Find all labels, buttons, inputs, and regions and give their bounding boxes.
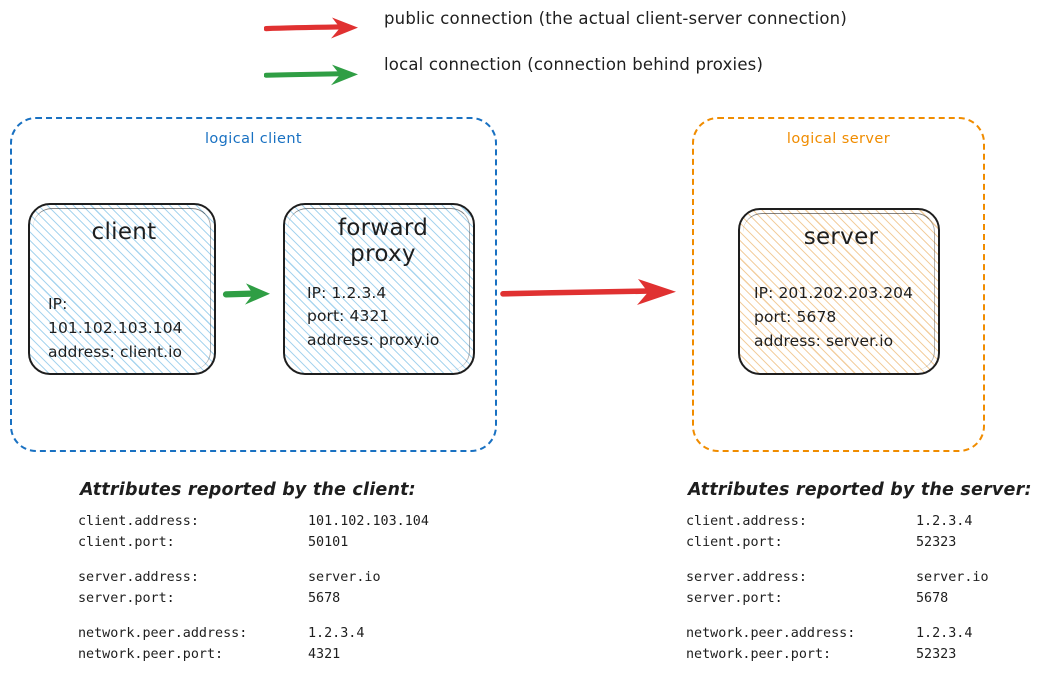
green-arrow-icon xyxy=(264,64,358,86)
attr-value: server.io xyxy=(916,569,989,585)
client-attributes-title: Attributes reported by the client: xyxy=(80,480,416,500)
table-row: server.address: server.io xyxy=(78,568,429,589)
table-row: client.port: 52323 xyxy=(686,533,989,554)
legend: public connection (the actual client-ser… xyxy=(0,0,1039,100)
node-server-ip: IP: 201.202.203.204 xyxy=(754,284,914,303)
table-row: server.address: server.io xyxy=(686,568,989,589)
server-attributes-table: client.address: 1.2.3.4 client.port: 523… xyxy=(686,512,989,665)
attr-value: 5678 xyxy=(308,590,341,606)
node-client-title: client xyxy=(91,219,157,245)
attr-key: client.address: xyxy=(686,514,807,529)
attr-value: 1.2.3.4 xyxy=(916,514,973,529)
attr-value: 4321 xyxy=(308,646,341,662)
table-row-spacer xyxy=(78,610,429,624)
node-forward-proxy-address: address: proxy.io xyxy=(307,330,440,349)
node-client[interactable]: client IP: 101.102.103.104 address: clie… xyxy=(28,203,216,375)
attr-key: client.port: xyxy=(686,534,783,550)
legend-label-local: local connection (connection behind prox… xyxy=(384,55,764,74)
attr-key: server.address: xyxy=(686,569,807,585)
node-client-ip: IP: 101.102.103.104 xyxy=(48,295,183,337)
node-server[interactable]: server IP: 201.202.203.204 port: 5678 ad… xyxy=(738,208,940,375)
logical-client-group: logical client xyxy=(10,117,497,452)
attr-key: server.port: xyxy=(78,590,175,606)
table-row: network.peer.port: 52323 xyxy=(686,645,989,666)
table-row-spacer xyxy=(686,610,989,624)
legend-label-public: public connection (the actual client-ser… xyxy=(384,9,847,28)
local-connection-arrow xyxy=(222,283,270,305)
server-attributes-block: Attributes reported by the server: clien… xyxy=(686,480,1032,665)
attr-key: network.peer.address: xyxy=(78,625,248,641)
node-forward-proxy-title: forward proxy xyxy=(337,215,429,268)
attr-key: network.peer.address: xyxy=(686,625,856,641)
client-attributes-block: Attributes reported by the client: clien… xyxy=(78,480,429,665)
attr-value: 50101 xyxy=(308,534,349,550)
table-row-spacer xyxy=(686,554,989,568)
attr-key: network.peer.port: xyxy=(78,646,224,662)
node-client-address: address: client.io xyxy=(48,342,183,361)
table-row: network.peer.address: 1.2.3.4 xyxy=(686,624,989,645)
table-row: client.address: 1.2.3.4 xyxy=(686,512,989,533)
node-forward-proxy-port: port: 4321 xyxy=(307,307,390,326)
attr-value: 101.102.103.104 xyxy=(308,514,429,529)
table-row: client.address: 101.102.103.104 xyxy=(78,512,429,533)
public-connection-arrow xyxy=(500,279,676,305)
node-forward-proxy-ip: IP: 1.2.3.4 xyxy=(307,283,387,302)
attr-key: network.peer.port: xyxy=(686,646,832,662)
table-row-spacer xyxy=(78,554,429,568)
logical-server-label: logical server xyxy=(786,131,891,147)
table-row: server.port: 5678 xyxy=(78,589,429,610)
attr-value: 1.2.3.4 xyxy=(308,625,365,641)
attr-value: server.io xyxy=(308,569,381,585)
attr-value: 1.2.3.4 xyxy=(916,625,973,641)
attr-value: 52323 xyxy=(916,646,957,662)
attr-key: client.port: xyxy=(78,534,175,550)
attr-value: 5678 xyxy=(916,590,949,606)
node-forward-proxy[interactable]: forward proxy IP: 1.2.3.4 port: 4321 add… xyxy=(283,203,475,375)
server-attributes-title: Attributes reported by the server: xyxy=(688,480,1032,500)
logical-server-group: logical server xyxy=(692,117,985,452)
table-row: network.peer.address: 1.2.3.4 xyxy=(78,624,429,645)
node-server-details: IP: 201.202.203.204 port: 5678 address: … xyxy=(754,282,928,353)
node-server-title: server xyxy=(803,224,879,250)
attr-value: 52323 xyxy=(916,534,957,550)
node-server-port: port: 5678 xyxy=(754,307,837,326)
table-row: client.port: 50101 xyxy=(78,533,429,554)
logical-client-label: logical client xyxy=(204,131,303,147)
table-row: server.port: 5678 xyxy=(686,589,989,610)
attr-key: client.address: xyxy=(78,514,199,529)
client-attributes-table: client.address: 101.102.103.104 client.p… xyxy=(78,512,429,665)
attr-key: server.address: xyxy=(78,569,199,585)
node-forward-proxy-details: IP: 1.2.3.4 port: 4321 address: proxy.io xyxy=(307,282,459,353)
node-server-address: address: server.io xyxy=(754,331,894,350)
node-client-details: IP: 101.102.103.104 address: client.io xyxy=(48,293,200,364)
attr-key: server.port: xyxy=(686,590,783,606)
table-row: network.peer.port: 4321 xyxy=(78,645,429,666)
red-arrow-icon xyxy=(264,17,358,39)
